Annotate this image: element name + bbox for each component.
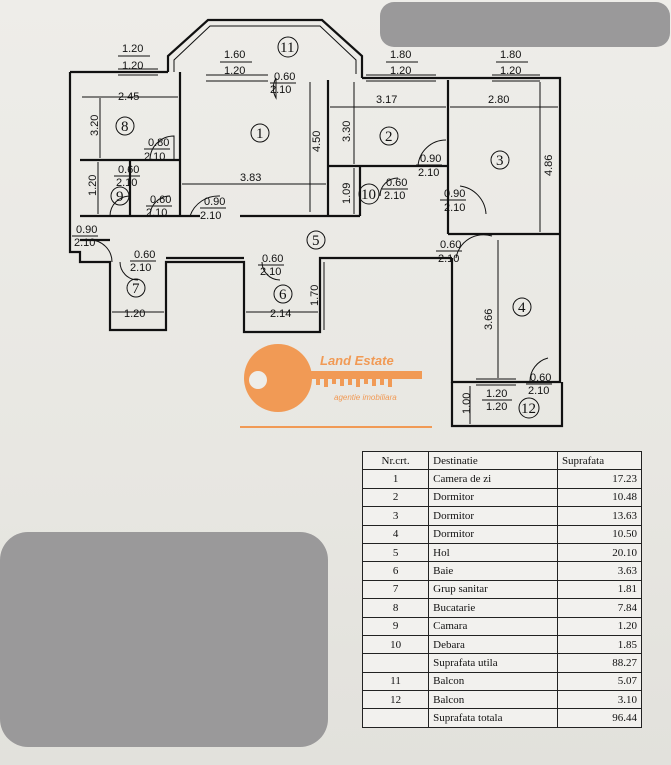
room-2-number: 2 bbox=[385, 129, 393, 145]
svg-text:2.10: 2.10 bbox=[144, 151, 165, 163]
header-nr: Nr.crt. bbox=[361, 450, 430, 471]
svg-text:2.10: 2.10 bbox=[444, 202, 465, 214]
svg-text:2.10: 2.10 bbox=[438, 253, 459, 265]
svg-text:0.90: 0.90 bbox=[204, 196, 225, 208]
room-11-number: 11 bbox=[280, 40, 294, 56]
svg-text:2.10: 2.10 bbox=[116, 177, 137, 189]
svg-text:agentie imobiliara: agentie imobiliara bbox=[334, 393, 397, 402]
svg-text:2.10: 2.10 bbox=[528, 385, 549, 397]
svg-text:0.60: 0.60 bbox=[134, 249, 155, 261]
redacted-header-area bbox=[380, 2, 670, 47]
table-header-row: Nr.crt. Destinatie Suprafata bbox=[361, 450, 643, 471]
room-8-number: 8 bbox=[121, 119, 129, 135]
room-3-number: 3 bbox=[496, 153, 504, 169]
room-4-number: 4 bbox=[518, 300, 526, 316]
svg-text:1.20: 1.20 bbox=[124, 308, 145, 320]
land-estate-logo: Land Estate agentie imobiliara bbox=[240, 344, 432, 428]
svg-text:2.10: 2.10 bbox=[200, 210, 221, 222]
svg-text:2.10: 2.10 bbox=[130, 262, 151, 274]
svg-text:Land Estate: Land Estate bbox=[320, 353, 394, 368]
balcony-11-outline bbox=[166, 18, 364, 78]
svg-text:1.20: 1.20 bbox=[224, 65, 245, 77]
svg-text:1.60: 1.60 bbox=[224, 49, 245, 61]
svg-text:0.90: 0.90 bbox=[420, 153, 441, 165]
room-5-number: 5 bbox=[312, 233, 320, 249]
room-10-number: 10 bbox=[361, 187, 376, 203]
svg-text:3.17: 3.17 bbox=[376, 94, 397, 106]
room-9-number: 9 bbox=[116, 189, 124, 205]
svg-text:0.60: 0.60 bbox=[386, 177, 407, 189]
redacted-stamp-area bbox=[0, 532, 328, 747]
svg-text:1.20: 1.20 bbox=[390, 65, 411, 77]
header-destination: Destinatie bbox=[428, 450, 558, 471]
svg-text:3.20: 3.20 bbox=[89, 115, 101, 136]
room-1-number: 1 bbox=[256, 126, 264, 142]
svg-text:4.86: 4.86 bbox=[543, 155, 555, 176]
dimension-labels: 2.45 3.20 4.50 3.17 3.30 2.80 4.86 1.20 … bbox=[87, 91, 555, 414]
svg-text:2.10: 2.10 bbox=[418, 167, 439, 179]
svg-text:0.60: 0.60 bbox=[118, 164, 139, 176]
window-marks bbox=[118, 68, 540, 386]
svg-text:2.45: 2.45 bbox=[118, 91, 139, 103]
svg-text:0.80: 0.80 bbox=[148, 137, 169, 149]
svg-text:3.83: 3.83 bbox=[240, 172, 261, 184]
svg-text:1.80: 1.80 bbox=[500, 49, 521, 61]
svg-text:4.50: 4.50 bbox=[311, 131, 323, 152]
svg-text:0.60: 0.60 bbox=[262, 253, 283, 265]
header-area: Suprafata bbox=[556, 450, 643, 471]
svg-text:1.20: 1.20 bbox=[122, 43, 143, 55]
svg-text:2.10: 2.10 bbox=[270, 84, 291, 96]
svg-text:1.20: 1.20 bbox=[87, 175, 99, 196]
svg-text:1.20: 1.20 bbox=[122, 60, 143, 72]
inner-walls bbox=[80, 72, 560, 260]
room-7-number: 7 bbox=[132, 281, 140, 297]
svg-text:2.80: 2.80 bbox=[488, 94, 509, 106]
svg-text:2.10: 2.10 bbox=[146, 207, 167, 219]
svg-text:0.60: 0.60 bbox=[274, 71, 295, 83]
svg-text:3.30: 3.30 bbox=[341, 121, 353, 142]
svg-text:0.60: 0.60 bbox=[440, 239, 461, 251]
window-labels: 1.20 1.20 1.60 1.20 1.80 1.20 1.80 1.20 … bbox=[118, 43, 528, 413]
room-number-markers: 11 1 2 3 8 9 10 5 7 6 4 12 bbox=[110, 36, 540, 419]
room-12-number: 12 bbox=[521, 401, 536, 417]
room-6-number: 6 bbox=[279, 287, 287, 303]
svg-text:1.00: 1.00 bbox=[461, 393, 473, 414]
door-labels: 0.60 2.10 0.80 2.10 0.60 2.10 0.60 2.10 … bbox=[72, 71, 552, 397]
svg-text:1.20: 1.20 bbox=[486, 401, 507, 413]
svg-text:1.80: 1.80 bbox=[390, 49, 411, 61]
svg-text:0.60: 0.60 bbox=[150, 194, 171, 206]
door-swings bbox=[89, 77, 549, 383]
svg-text:2.14: 2.14 bbox=[270, 308, 291, 320]
svg-text:1.20: 1.20 bbox=[486, 388, 507, 400]
svg-text:2.10: 2.10 bbox=[74, 237, 95, 249]
svg-text:1.70: 1.70 bbox=[309, 285, 321, 306]
svg-text:0.60: 0.60 bbox=[530, 372, 551, 384]
svg-text:2.10: 2.10 bbox=[260, 266, 281, 278]
svg-text:0.90: 0.90 bbox=[76, 224, 97, 236]
svg-text:1.20: 1.20 bbox=[500, 65, 521, 77]
svg-text:0.90: 0.90 bbox=[444, 188, 465, 200]
svg-text:1.09: 1.09 bbox=[341, 183, 353, 204]
svg-text:3.66: 3.66 bbox=[483, 309, 495, 330]
outer-walls bbox=[68, 70, 562, 384]
balcony-12-outline bbox=[450, 382, 564, 428]
svg-text:2.10: 2.10 bbox=[384, 190, 405, 202]
dimension-lines bbox=[82, 82, 558, 424]
